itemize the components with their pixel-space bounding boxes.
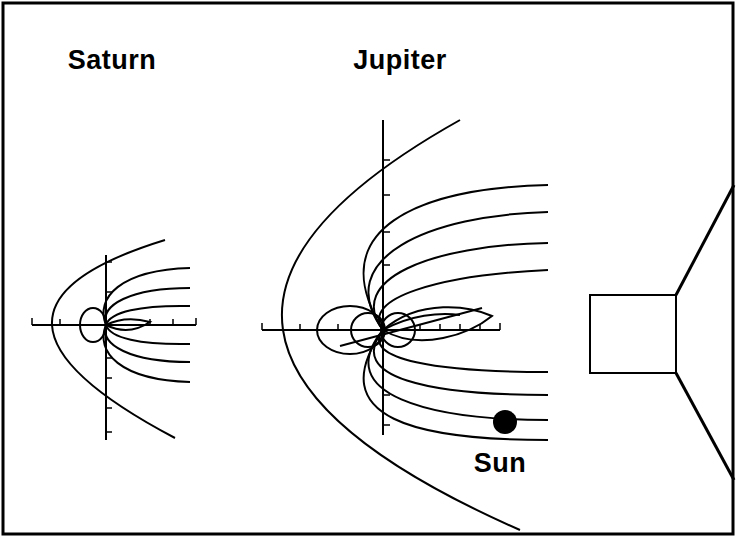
planet-title: Jupiter — [353, 47, 447, 74]
sun-label: Sun — [474, 450, 527, 477]
planet-title: Saturn — [68, 47, 157, 74]
